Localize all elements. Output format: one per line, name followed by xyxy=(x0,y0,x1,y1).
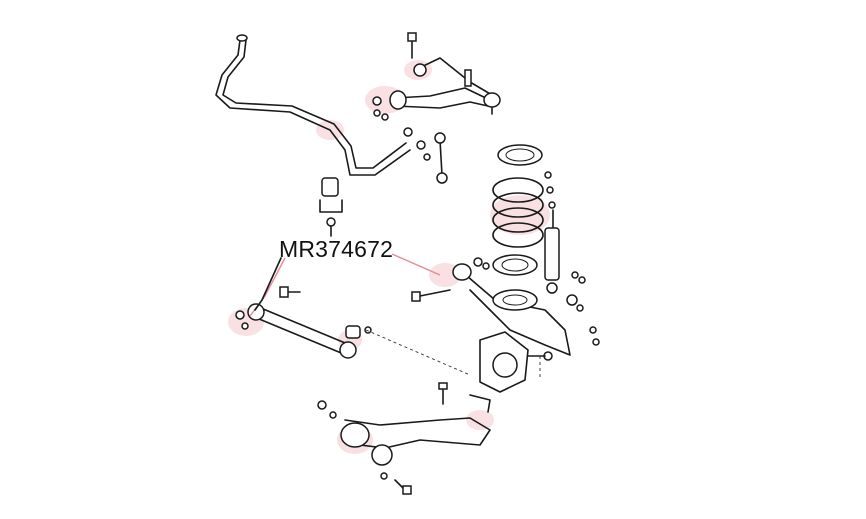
stabilizer-bar xyxy=(215,34,411,237)
part-number-label: MR374672 xyxy=(279,236,394,262)
coil-spring-assembly xyxy=(492,144,586,294)
lateral-rod xyxy=(235,286,372,359)
stabilizer-link xyxy=(403,127,448,184)
assembly-guide-lines xyxy=(365,329,541,380)
upper-control-arm xyxy=(372,32,501,121)
label-leader-lines xyxy=(249,253,441,317)
lower-arm xyxy=(317,400,491,495)
trailing-arm-knuckle xyxy=(411,257,600,413)
